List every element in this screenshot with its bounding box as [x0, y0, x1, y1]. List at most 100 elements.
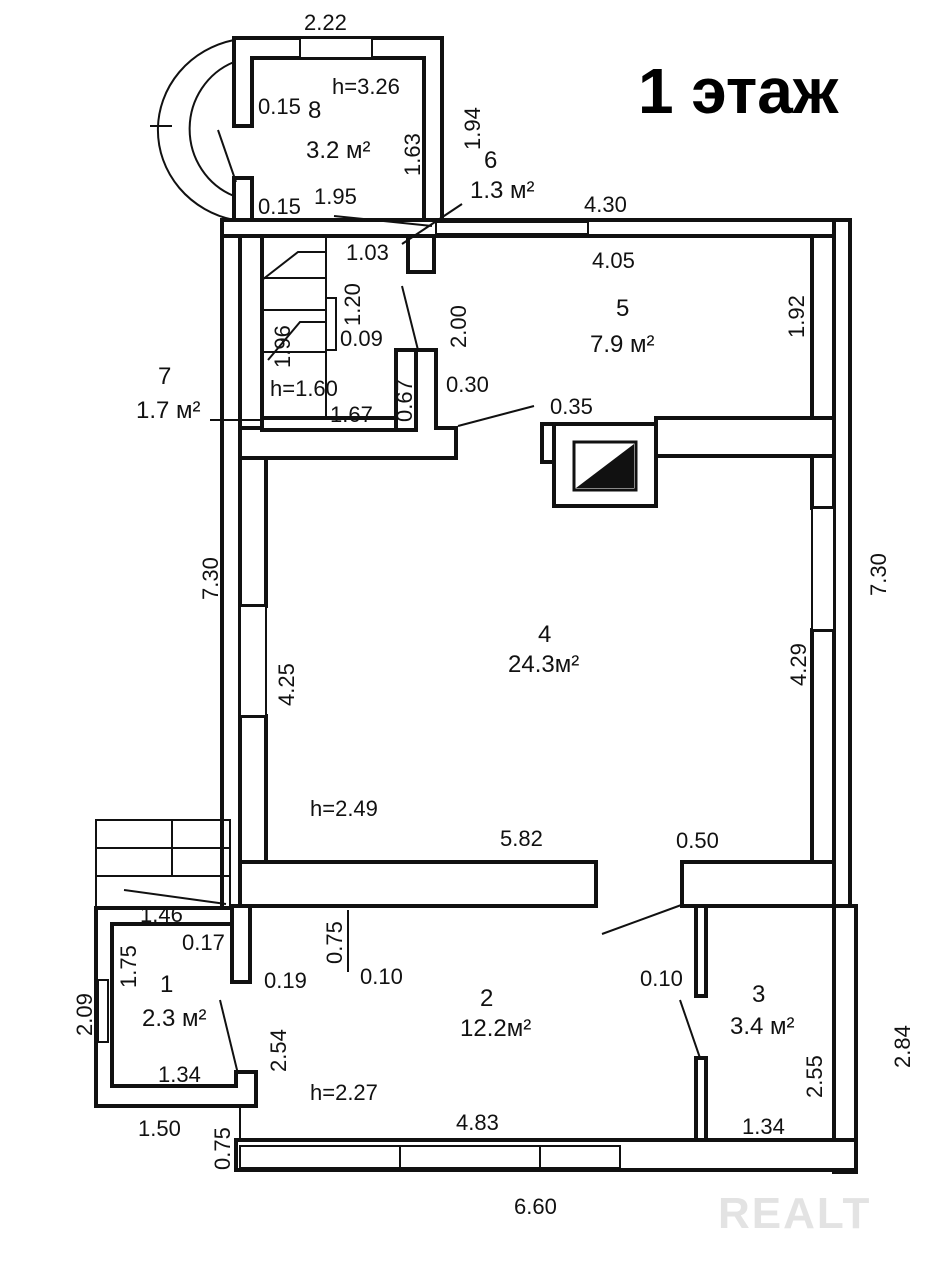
dim-5-82: 5.82	[500, 826, 543, 851]
stairs	[261, 235, 337, 419]
bay-arc	[150, 39, 252, 221]
height-room4: h=2.49	[310, 796, 378, 821]
window-hall-right	[811, 507, 835, 631]
dim-4-83: 4.83	[456, 1110, 499, 1135]
window-hall-left	[239, 605, 267, 717]
room8-num: 8	[308, 97, 321, 124]
wall-pillar-6	[406, 234, 436, 274]
room7-num: 7	[158, 363, 171, 390]
dim-1-34-left: 1.34	[158, 1062, 201, 1087]
room1-num: 1	[160, 971, 173, 998]
wall-hall-left-upper	[238, 456, 268, 608]
dim-1-92: 1.92	[784, 295, 809, 338]
wall-room3-partition	[694, 904, 708, 998]
dim-2-00: 2.00	[446, 305, 471, 348]
dim-7-30-right: 7.30	[866, 553, 891, 596]
dim-0-15-top: 0.15	[258, 94, 301, 119]
window-bottom-mid	[399, 1145, 541, 1169]
dim-1-20: 1.20	[340, 283, 365, 326]
dim-0-50: 0.50	[676, 828, 719, 853]
entrance-steps	[95, 819, 231, 909]
dim-1-50: 1.50	[138, 1116, 181, 1141]
room6-num: 6	[484, 147, 497, 174]
ceiling-heights: h=3.26 h=1.60 h=2.49 h=2.27	[270, 74, 400, 1105]
room3-num: 3	[752, 981, 765, 1008]
dimensions: 2.22 0.15 1.63 1.94 0.15 1.95 4.30 1.03 …	[72, 10, 915, 1219]
dim-6-60: 6.60	[514, 1194, 557, 1219]
wall-stair-block	[238, 234, 264, 430]
dim-4-29: 4.29	[786, 643, 811, 686]
dim-1-94: 1.94	[460, 107, 485, 150]
wall-room8-lower	[232, 176, 254, 222]
watermark: REALT	[718, 1189, 871, 1238]
dim-1-96: 1.96	[270, 325, 295, 368]
room2-area: 12.2м²	[460, 1015, 531, 1042]
dim-1-67: 1.67	[330, 402, 373, 427]
dim-2-54: 2.54	[266, 1029, 291, 1072]
height-room2: h=2.27	[310, 1080, 378, 1105]
height-room8: h=3.26	[332, 74, 400, 99]
dim-4-25: 4.25	[274, 663, 299, 706]
wall-hall-bottom-left	[238, 860, 598, 908]
windows	[97, 37, 835, 1169]
window-room8	[299, 37, 373, 59]
dim-1-46: 1.46	[140, 902, 183, 927]
fireplace	[552, 422, 658, 508]
room4-area: 24.3м²	[508, 651, 579, 678]
wall-hall-left-lower	[238, 714, 268, 864]
window-bottom-left	[239, 1145, 401, 1169]
height-room7: h=1.60	[270, 376, 338, 401]
window-room5	[435, 221, 589, 235]
wall-corridor-corner	[238, 348, 458, 460]
wall-room1	[94, 906, 258, 1108]
dim-0-09: 0.09	[340, 326, 383, 351]
dim-2-84: 2.84	[890, 1025, 915, 1068]
dim-0-67: 0.67	[392, 379, 417, 422]
dim-0-75-top: 0.75	[322, 921, 347, 964]
dim-1-34-right: 1.34	[742, 1114, 785, 1139]
wall-room3-partition-lower	[694, 1056, 708, 1146]
window-bottom-right	[539, 1145, 621, 1169]
dim-4-05: 4.05	[592, 248, 635, 273]
dim-1-03: 1.03	[346, 240, 389, 265]
wall-hall-right-lower	[810, 628, 836, 864]
room8-area: 3.2 м²	[306, 137, 371, 164]
dim-0-17: 0.17	[182, 930, 225, 955]
wall-hall-bottom-right	[680, 860, 836, 908]
room-labels: 8 3.2 м² 6 1.3 м² 5 7.9 м² 7 1.7 м² 4 24…	[136, 97, 795, 1042]
wall-outer-right	[832, 218, 852, 912]
fireplace-fill	[576, 444, 634, 488]
dim-1-95: 1.95	[314, 184, 357, 209]
dim-0-19: 0.19	[264, 968, 307, 993]
leader-lines	[210, 129, 701, 1142]
dim-4-30: 4.30	[584, 192, 627, 217]
dim-0-15-mid: 0.15	[258, 194, 301, 219]
dim-0-35: 0.35	[550, 394, 593, 419]
wall-room5-bottom	[654, 416, 836, 458]
dim-2-09: 2.09	[72, 993, 97, 1036]
room3-area: 3.4 м²	[730, 1013, 795, 1040]
room1-area: 2.3 м²	[142, 1005, 207, 1032]
dim-0-10-right: 0.10	[640, 966, 683, 991]
window-room1	[97, 979, 109, 1043]
dim-2-55: 2.55	[802, 1055, 827, 1098]
dim-7-30-left: 7.30	[198, 557, 223, 600]
room6-area: 1.3 м²	[470, 177, 535, 204]
dim-0-30: 0.30	[446, 372, 489, 397]
wall-room1-right	[230, 904, 252, 984]
floor-title: 1 этаж	[638, 55, 839, 127]
walls	[94, 36, 858, 1174]
room5-num: 5	[616, 295, 629, 322]
wall-outer-right-lower	[832, 904, 858, 1174]
dim-2-22: 2.22	[304, 10, 347, 35]
dim-0-75-bottom: 0.75	[210, 1127, 235, 1170]
wall-outer-left	[220, 218, 242, 910]
room4-num: 4	[538, 621, 551, 648]
dim-1-63: 1.63	[400, 133, 425, 176]
dim-1-75: 1.75	[116, 945, 141, 988]
wall-hall-right-upper	[810, 234, 836, 510]
room5-area: 7.9 м²	[590, 331, 655, 358]
dim-0-10-left: 0.10	[360, 964, 403, 989]
room2-num: 2	[480, 985, 493, 1012]
